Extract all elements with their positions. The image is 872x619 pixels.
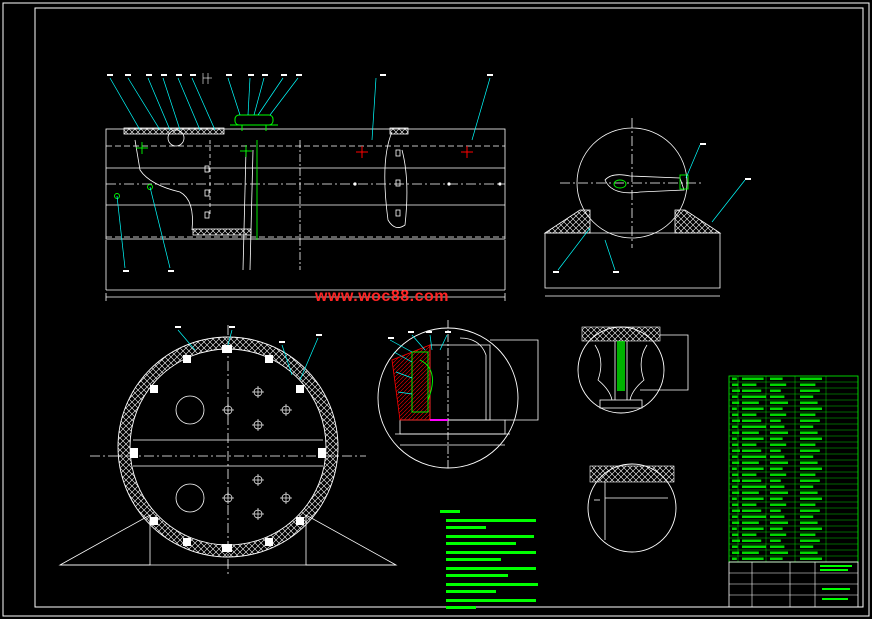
leader-lines-section: [177, 329, 319, 381]
parts-list-table: [728, 375, 859, 563]
nozzle-detail: [377, 320, 539, 470]
support-detail: [577, 326, 689, 414]
end-view-section: [58, 325, 398, 575]
leader-lines-main: [109, 77, 491, 269]
title-block: [728, 561, 859, 608]
balloon-numbers: [107, 74, 751, 343]
technical-notes: [440, 510, 538, 609]
bolt-holes: [222, 386, 292, 520]
green-centerlines: [114, 140, 258, 240]
nozzle-markers: [356, 146, 473, 158]
end-view-green: [613, 174, 689, 190]
weld-detail: [587, 463, 677, 553]
watermark-text: www.woc88.com: [315, 288, 449, 305]
dim-ticks-main: [202, 73, 212, 84]
leader-lines-endview: [557, 144, 746, 271]
end-view-top-right: [543, 118, 722, 297]
main-elevation: [105, 127, 506, 301]
ring-blocks: [130, 345, 326, 552]
